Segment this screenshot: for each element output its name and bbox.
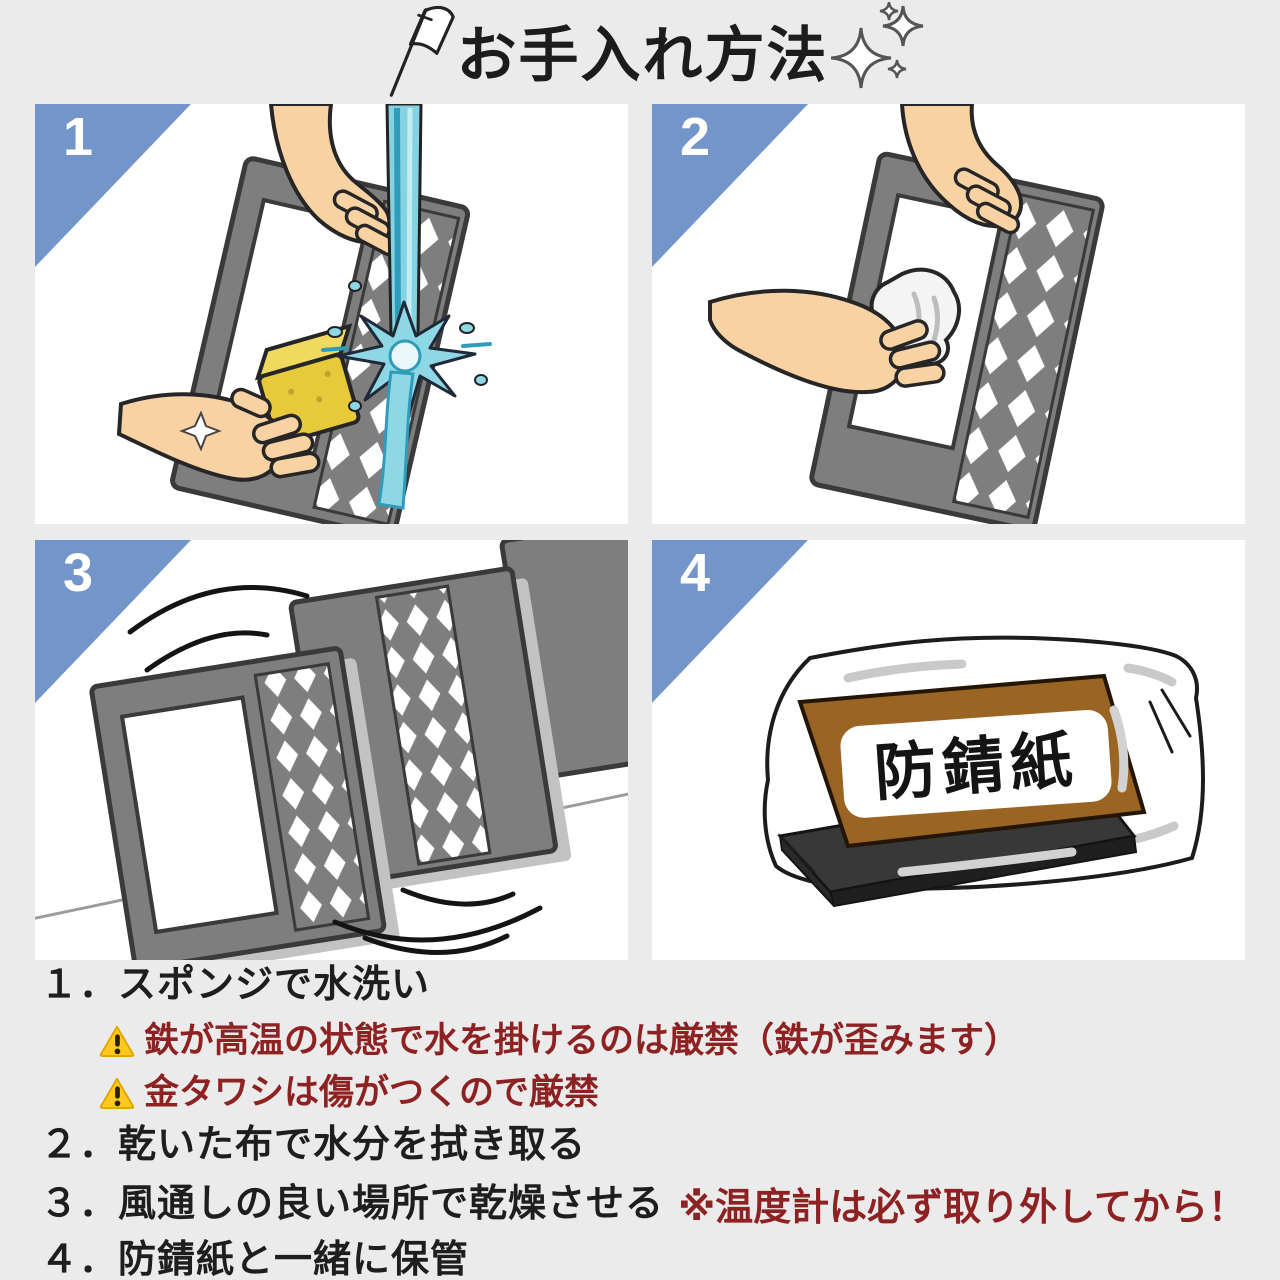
page-title: お手入れ方法	[456, 22, 829, 89]
instructions-list: １．スポンジで水洗い 鉄が高温の状態で水を掛けるのは厳禁（鉄が歪みます） 金タワ…	[0, 960, 1280, 1280]
air-dry-illustration	[35, 540, 628, 960]
panel-3-dry: 3	[35, 540, 628, 960]
step-2-text: ２．乾いた布で水分を拭き取る	[40, 1124, 587, 1166]
panel-number: 2	[680, 107, 711, 167]
step-4-text: ４．防錆紙と一緒に保管	[40, 1239, 470, 1280]
thermometer-note: ※温度計は必ず取り外してから！	[678, 1187, 1246, 1229]
step-3-text: ３．風通しの良い場所で乾燥させる	[40, 1182, 665, 1225]
warning-line-2: 金タワシは傷がつくので厳禁	[98, 1070, 1252, 1116]
corner-triangle	[35, 540, 191, 703]
panel-1-wash: 1	[35, 104, 628, 524]
warning-line-1: 鉄が高温の状態で水を掛けるのは厳禁（鉄が歪みます）	[98, 1018, 1252, 1064]
storage-bag-illustration: 防錆紙	[762, 635, 1205, 908]
panel-number: 3	[63, 543, 94, 603]
corner-triangle	[652, 540, 808, 703]
panel-2-wipe: 2	[652, 104, 1245, 524]
header: お手入れ方法	[0, 0, 1280, 104]
anti-rust-paper-label: 防錆紙	[872, 726, 1080, 809]
cloth-wipe-illustration	[708, 104, 1105, 524]
warning-1-text: 鉄が高温の状態で水を掛けるのは厳禁（鉄が歪みます）	[144, 1021, 1020, 1060]
corner-triangle	[652, 104, 808, 267]
sparkles-icon	[830, 2, 923, 89]
warning-2-text: 金タワシは傷がつくので厳禁	[144, 1073, 600, 1112]
water-wash-illustration	[116, 104, 492, 524]
panel-number: 4	[680, 543, 711, 603]
flag-icon	[389, 5, 455, 97]
step-1-text: １．スポンジで水洗い	[40, 964, 431, 1006]
warning-triangle-icon	[99, 1077, 135, 1110]
panel-number: 1	[63, 107, 94, 167]
step-3-row: ３．風通しの良い場所で乾燥させる ※温度計は必ず取り外してから！	[40, 1176, 1252, 1231]
panel-4-store: 防錆紙 4	[652, 540, 1245, 960]
corner-triangle	[35, 104, 191, 267]
warning-triangle-icon	[99, 1025, 135, 1058]
panel-grid: 1	[35, 104, 1245, 960]
